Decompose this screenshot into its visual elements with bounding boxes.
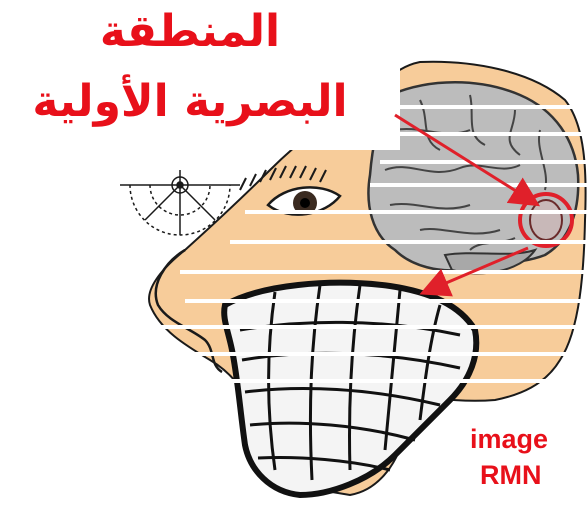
title-line-2: البصرية الأولية	[0, 80, 380, 124]
image-label: image	[470, 426, 548, 453]
rmn-label: RMN	[480, 462, 542, 489]
retinotopic-grid	[224, 283, 476, 495]
title-line-1: المنطقة	[0, 10, 380, 54]
